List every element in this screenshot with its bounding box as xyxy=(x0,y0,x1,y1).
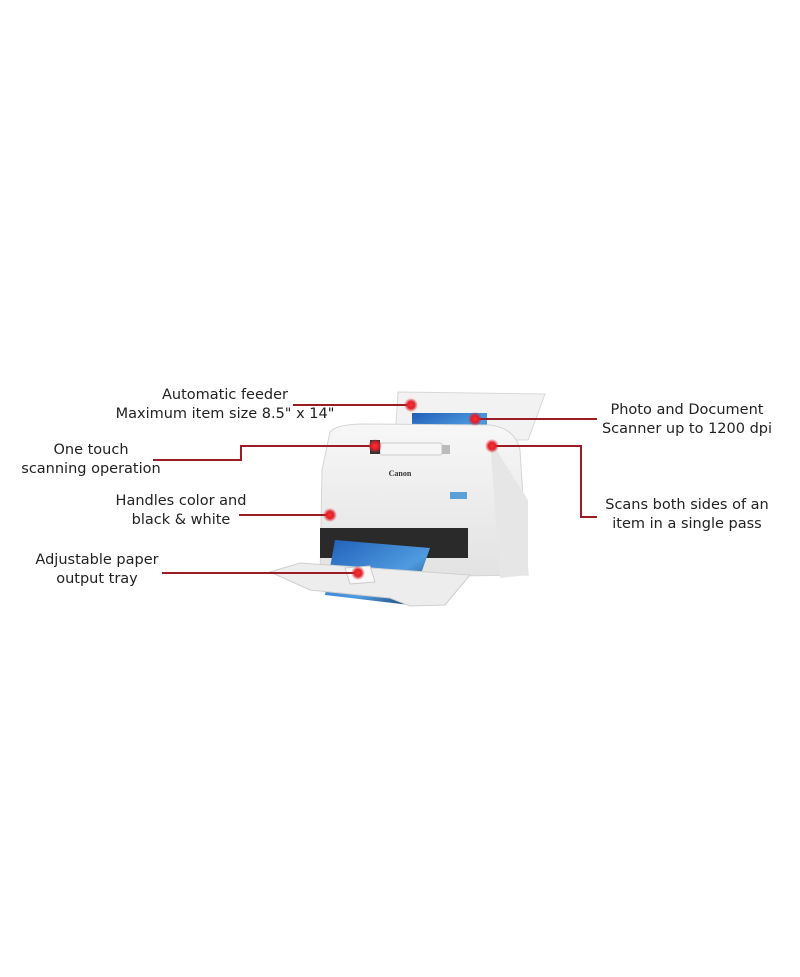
callout-text: One touch xyxy=(53,442,129,458)
callout-dots xyxy=(323,398,499,580)
callout-lines xyxy=(153,404,597,574)
callout-text: black & white xyxy=(131,512,231,528)
callout-text: scanning operation xyxy=(21,461,161,477)
callout-text: Adjustable paper xyxy=(35,552,159,568)
control-buttons xyxy=(379,442,443,456)
callout-text: Photo and Document xyxy=(610,402,764,418)
callout-automatic-feeder: Automatic feeder Maximum item size 8.5" … xyxy=(110,386,340,424)
callout-one-touch: One touch scanning operation xyxy=(6,441,176,479)
callout-resolution: Photo and Document Scanner up to 1200 dp… xyxy=(597,401,777,439)
callout-text: output tray xyxy=(56,571,138,587)
callout-text: Automatic feeder xyxy=(161,387,288,403)
callout-text: Maximum item size 8.5" x 14" xyxy=(115,406,335,422)
callout-text: Scans both sides of an xyxy=(605,497,769,513)
callout-color: Handles color and black & white xyxy=(106,492,256,530)
callout-text: Handles color and xyxy=(115,493,247,509)
callout-output-tray: Adjustable paper output tray xyxy=(22,551,172,589)
callout-text: Scanner up to 1200 dpi xyxy=(601,421,773,437)
scanner-body: Canon xyxy=(268,391,546,607)
callout-text: item in a single pass xyxy=(612,516,762,532)
brand-logo: Canon xyxy=(389,469,412,478)
callout-duplex: Scans both sides of an item in a single … xyxy=(597,496,777,534)
